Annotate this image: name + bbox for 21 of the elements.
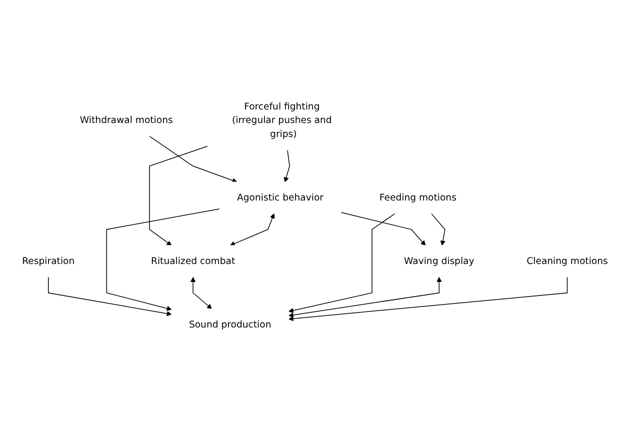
node-text: Feeding motions — [379, 192, 456, 203]
arrow — [288, 213, 396, 313]
arrow — [288, 276, 568, 322]
arrow — [284, 150, 290, 182]
node-text: Cleaning motions — [526, 255, 608, 266]
arrow — [340, 212, 426, 246]
arrow — [430, 213, 446, 246]
node-text: Agonistic behavior — [237, 192, 324, 203]
node-text: Withdrawal motions — [80, 114, 173, 126]
node-text: Waving display — [404, 255, 474, 266]
arrow — [48, 276, 172, 316]
arrow — [190, 276, 212, 310]
arrow — [106, 208, 220, 311]
arrow — [288, 276, 442, 318]
node-text: Sound production — [188, 318, 272, 330]
arrow — [148, 136, 238, 183]
node-text: Forceful fighting (irregular pushes and grips) — [232, 100, 332, 140]
arrow — [230, 213, 275, 246]
node-text: Respiration — [22, 255, 75, 266]
node-text: Ritualized combat — [150, 255, 236, 266]
arrow — [149, 146, 208, 246]
